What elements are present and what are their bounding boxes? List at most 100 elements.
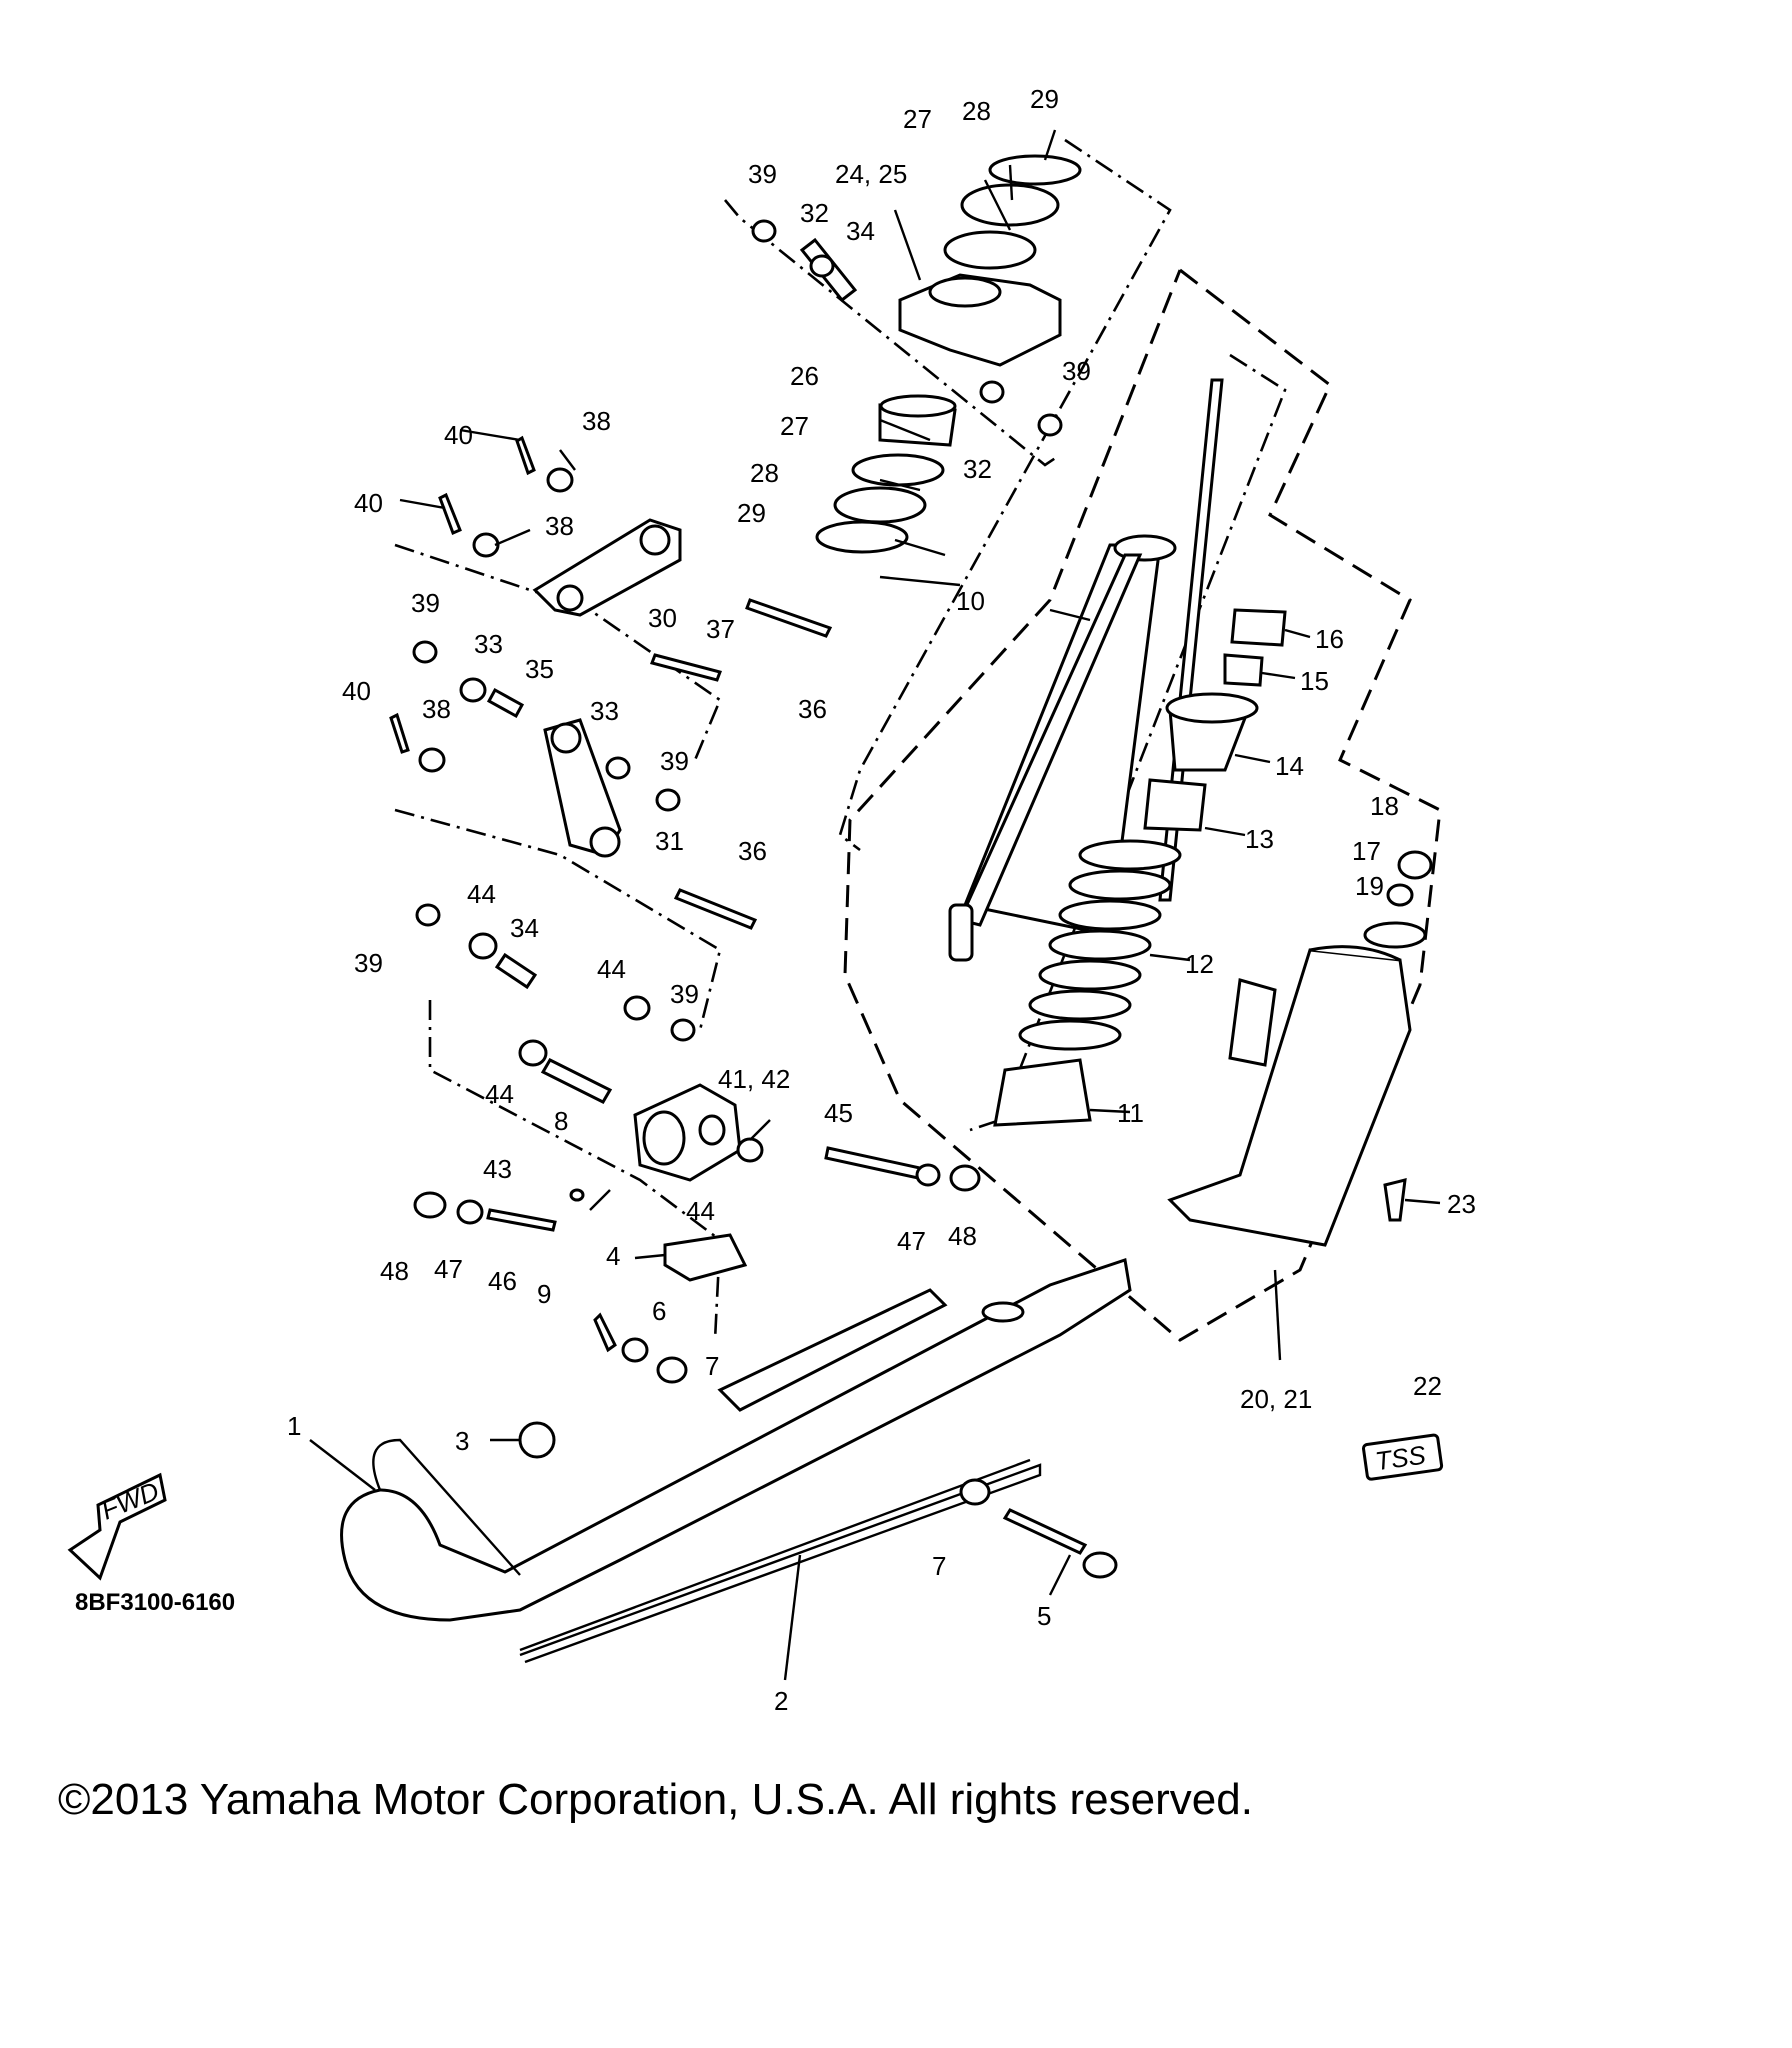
callout-39c: 39 bbox=[411, 588, 440, 618]
callout-9: 9 bbox=[537, 1279, 551, 1309]
bushing-33a bbox=[459, 677, 487, 703]
bushing-44b bbox=[518, 1039, 548, 1067]
tss-badge: TSS bbox=[1361, 1433, 1444, 1481]
callout-23: 23 bbox=[1447, 1189, 1476, 1219]
washer-19 bbox=[1363, 921, 1427, 949]
ski-keel bbox=[717, 1288, 948, 1412]
bolt-46 bbox=[486, 1208, 557, 1232]
washer-28a bbox=[960, 183, 1060, 227]
callout-7b: 7 bbox=[932, 1551, 946, 1581]
callout-16: 16 bbox=[1315, 624, 1344, 654]
washer-47b bbox=[915, 1163, 941, 1187]
callout-37: 37 bbox=[706, 614, 735, 644]
callout-2: 2 bbox=[774, 1686, 788, 1716]
bushing-32a bbox=[809, 254, 835, 278]
callout-38c: 38 bbox=[422, 694, 451, 724]
callout-31: 31 bbox=[655, 826, 684, 856]
callout-39d: 39 bbox=[660, 746, 689, 776]
callout-34a: 34 bbox=[846, 216, 875, 246]
bushing-44a bbox=[468, 932, 498, 960]
washer-7a bbox=[656, 1356, 688, 1384]
pin-35 bbox=[486, 687, 525, 719]
callout-39a: 39 bbox=[748, 159, 777, 189]
washer-27a bbox=[943, 230, 1037, 270]
ski-loop bbox=[372, 1438, 521, 1576]
callout-46: 46 bbox=[488, 1266, 517, 1296]
callout-22: 22 bbox=[1413, 1371, 1442, 1401]
link-arms bbox=[486, 237, 858, 1104]
bolt-36a bbox=[745, 598, 833, 638]
ski-wear-bar bbox=[519, 1463, 1042, 1664]
callout-29a: 29 bbox=[1030, 84, 1059, 114]
callout-40a: 40 bbox=[444, 420, 473, 450]
callout-24-25: 24, 25 bbox=[835, 159, 907, 189]
nut-3 bbox=[518, 1421, 556, 1459]
ski-body bbox=[340, 1258, 1132, 1622]
callout-18: 18 bbox=[1370, 791, 1399, 821]
bracket-4 bbox=[663, 1233, 748, 1282]
valve-23 bbox=[1383, 1178, 1407, 1222]
pin-8 bbox=[540, 1058, 613, 1104]
washer-27b bbox=[851, 453, 945, 487]
callout-6: 6 bbox=[652, 1296, 666, 1326]
spring-seat-11 bbox=[993, 1058, 1092, 1127]
pin-34b bbox=[494, 952, 538, 990]
callout-36a: 36 bbox=[798, 694, 827, 724]
callout-41-42: 41, 42 bbox=[718, 1064, 790, 1094]
callout-48a: 48 bbox=[380, 1256, 409, 1286]
callout-3: 3 bbox=[455, 1426, 469, 1456]
callout-20-21: 20, 21 bbox=[1240, 1384, 1312, 1414]
callout-34b: 34 bbox=[510, 913, 539, 943]
outline-link-group-lower bbox=[394, 808, 722, 1031]
pin-9 bbox=[593, 1312, 617, 1353]
leader-lines bbox=[309, 129, 1441, 1681]
nut-48b bbox=[949, 1164, 981, 1192]
callout-45: 45 bbox=[824, 1098, 853, 1128]
callout-7a: 7 bbox=[705, 1351, 719, 1381]
ski bbox=[340, 1258, 1132, 1664]
washer-28b bbox=[833, 486, 927, 524]
callout-10: 10 bbox=[956, 586, 985, 616]
callout-1: 1 bbox=[287, 1411, 301, 1441]
assembly-outlines bbox=[394, 138, 1442, 1342]
callout-11: 11 bbox=[1117, 1098, 1144, 1128]
callout-39f: 39 bbox=[670, 979, 699, 1009]
nut-6 bbox=[621, 1337, 649, 1363]
callout-38b: 38 bbox=[545, 511, 574, 541]
outline-top-mount bbox=[724, 199, 1061, 467]
cap-39e bbox=[415, 903, 441, 927]
bushing-33b bbox=[605, 756, 631, 780]
misc-hardware bbox=[389, 219, 1118, 1579]
callout-13: 13 bbox=[1245, 824, 1274, 854]
bolt-37 bbox=[650, 653, 722, 682]
callout-40b: 40 bbox=[354, 488, 383, 518]
spindle-block bbox=[486, 1083, 922, 1282]
ski-runner bbox=[519, 1458, 1031, 1652]
pin-43 bbox=[569, 1188, 585, 1202]
nut-48a bbox=[413, 1191, 447, 1219]
rod-45 bbox=[824, 1146, 922, 1180]
callout-36b: 36 bbox=[738, 836, 767, 866]
callout-8: 8 bbox=[554, 1106, 568, 1136]
callout-29b: 29 bbox=[737, 498, 766, 528]
shock-eye bbox=[948, 903, 974, 962]
reservoir-20-21 bbox=[1167, 948, 1412, 1247]
spring-12 bbox=[1018, 839, 1182, 1051]
callout-27b: 27 bbox=[780, 411, 809, 441]
callout-15: 15 bbox=[1300, 666, 1329, 696]
shock-absorber bbox=[948, 378, 1433, 1247]
callout-40c: 40 bbox=[342, 676, 371, 706]
callout-30: 30 bbox=[648, 603, 677, 633]
bolt-5 bbox=[1002, 1508, 1088, 1555]
callout-32b: 32 bbox=[963, 454, 992, 484]
top-mount bbox=[815, 154, 1082, 554]
bushing-32b bbox=[979, 380, 1005, 404]
outline-spring-group bbox=[969, 353, 1287, 1132]
outline-strut-group bbox=[838, 138, 1172, 852]
callout-44c: 44 bbox=[485, 1079, 514, 1109]
callout-28a: 28 bbox=[962, 96, 991, 126]
callout-39e: 39 bbox=[354, 948, 383, 978]
callout-5: 5 bbox=[1037, 1601, 1051, 1631]
washer-29a bbox=[988, 154, 1082, 186]
